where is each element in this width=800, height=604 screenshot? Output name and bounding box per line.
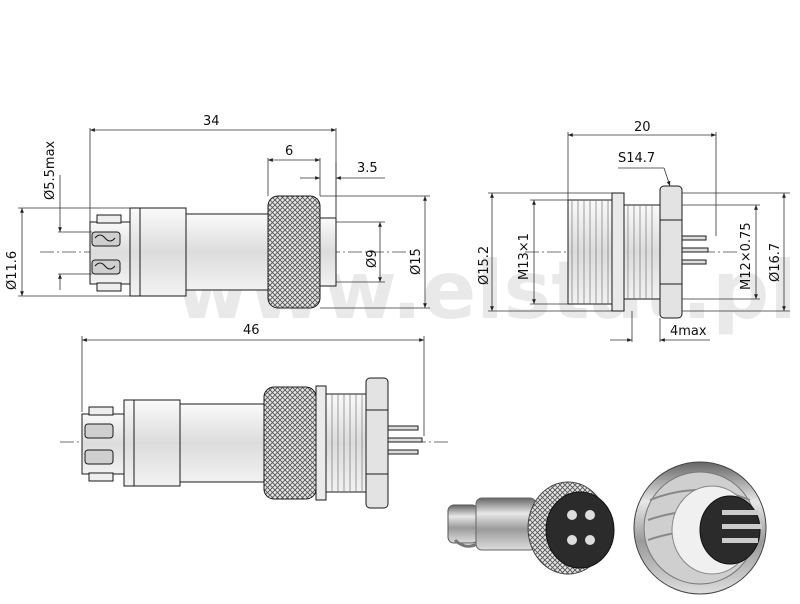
dim-m12: M12×0.75	[739, 222, 754, 290]
plug-side-view	[40, 195, 410, 309]
dim-9: Ø9	[365, 249, 380, 268]
dim-11-6: Ø11.6	[5, 251, 20, 290]
assembly-side-view	[60, 377, 450, 509]
dim-46: 46	[243, 323, 260, 338]
plug-dimensions	[18, 128, 430, 309]
dim-15-2: Ø15.2	[477, 246, 492, 285]
socket-dimensions	[488, 132, 790, 342]
dim-6: 6	[285, 144, 293, 159]
dim-20: 20	[634, 120, 651, 135]
dim-4max: 4max	[670, 324, 707, 339]
plug-connector-photo	[447, 481, 615, 575]
dim-34: 34	[203, 114, 220, 129]
dim-15: Ø15	[409, 248, 424, 275]
socket-side-view	[525, 185, 740, 319]
socket-connector-photo	[633, 461, 767, 595]
dim-5-5max: Ø5.5max	[43, 140, 58, 200]
dim-m13: M13×1	[517, 233, 532, 280]
dim-s14-7: S14.7	[618, 151, 655, 166]
dim-3-5: 3.5	[357, 161, 378, 176]
dim-16-7: Ø16.7	[768, 243, 783, 282]
assembly-dimensions	[81, 336, 425, 436]
